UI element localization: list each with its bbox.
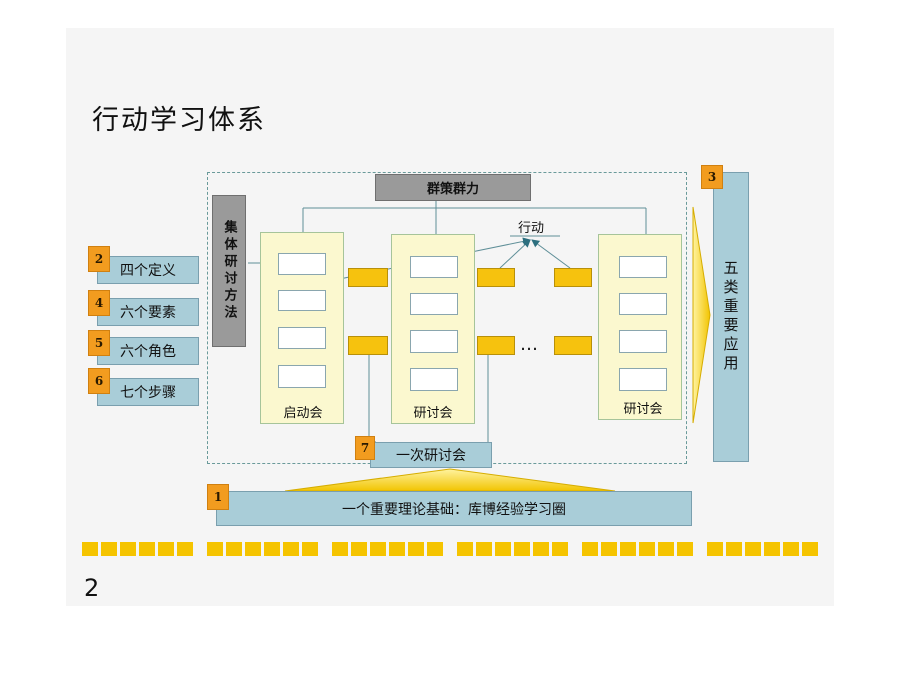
band-square (101, 542, 117, 556)
yellow-block (348, 336, 388, 355)
band-square (302, 542, 318, 556)
step-box (278, 253, 326, 275)
step-box (410, 368, 458, 391)
band-square (389, 542, 405, 556)
decorative-dashed-band (82, 541, 818, 556)
band-square (177, 542, 193, 556)
band-square (783, 542, 799, 556)
band-square (707, 542, 723, 556)
band-square (245, 542, 261, 556)
number-badge: 2 (88, 246, 110, 272)
band-square (620, 542, 636, 556)
band-square (677, 542, 693, 556)
yellow-block (477, 336, 515, 355)
left-item-box: 七个步骤 (97, 378, 199, 406)
band-square (226, 542, 242, 556)
band-square (332, 542, 348, 556)
right-arrow-shape (692, 206, 711, 424)
band-square (427, 542, 443, 556)
band-square (370, 542, 386, 556)
number-badge: 4 (88, 290, 110, 316)
five-applications-box: 五类重要应用 (713, 172, 749, 462)
left-item-box: 六个要素 (97, 298, 199, 326)
step-box (619, 293, 667, 315)
band-square (120, 542, 136, 556)
number-badge: 1 (207, 484, 229, 510)
left-item-label: 七个步骤 (120, 385, 176, 401)
left-item-label: 四个定义 (120, 263, 176, 279)
band-square (582, 542, 598, 556)
ellipsis: … (520, 334, 538, 355)
band-square (207, 542, 223, 556)
step-box (410, 330, 458, 353)
foundation-triangle (284, 468, 616, 492)
step-box (619, 368, 667, 391)
band-square (764, 542, 780, 556)
band-square (351, 542, 367, 556)
band-square (408, 542, 424, 556)
band-square (457, 542, 473, 556)
top-box-label: 群策群力 (375, 174, 531, 201)
step-box (619, 256, 667, 278)
band-square (139, 542, 155, 556)
number-badge: 5 (88, 330, 110, 356)
left-item-box: 六个角色 (97, 337, 199, 365)
band-square (745, 542, 761, 556)
page-title: 行动学习体系 (92, 105, 266, 136)
meeting-label: 研讨会 (413, 406, 453, 421)
left-item-box: 四个定义 (97, 256, 199, 284)
number-badge: 6 (88, 368, 110, 394)
band-square (533, 542, 549, 556)
band-square (726, 542, 742, 556)
band-square (264, 542, 280, 556)
band-square (158, 542, 174, 556)
band-square (658, 542, 674, 556)
band-square (639, 542, 655, 556)
number-badge: 7 (355, 436, 375, 460)
band-square (283, 542, 299, 556)
yellow-block (477, 268, 515, 287)
band-square (552, 542, 568, 556)
left-item-label: 六个要素 (120, 305, 176, 321)
step-box (278, 290, 326, 311)
step-box (278, 327, 326, 349)
one-session-box: 一次研讨会 (370, 442, 492, 468)
page-number: 2 (84, 574, 100, 602)
left-item-label: 六个角色 (120, 344, 176, 360)
meeting-label: 启动会 (283, 406, 323, 421)
step-box (278, 365, 326, 388)
band-square (802, 542, 818, 556)
yellow-block (348, 268, 388, 287)
action-label: 行动 (518, 221, 545, 236)
collective-method-box: 集体研讨方法 (212, 195, 246, 347)
band-square (476, 542, 492, 556)
foundation-bar: 一个重要理论基础：库博经验学习圈 (216, 491, 692, 526)
step-box (410, 293, 458, 315)
step-box (410, 256, 458, 278)
band-square (82, 542, 98, 556)
yellow-block (554, 336, 592, 355)
step-box (619, 330, 667, 353)
yellow-block (554, 268, 592, 287)
meeting-label: 研讨会 (623, 402, 663, 417)
band-square (601, 542, 617, 556)
band-square (514, 542, 530, 556)
band-square (495, 542, 511, 556)
number-badge: 3 (701, 165, 723, 189)
